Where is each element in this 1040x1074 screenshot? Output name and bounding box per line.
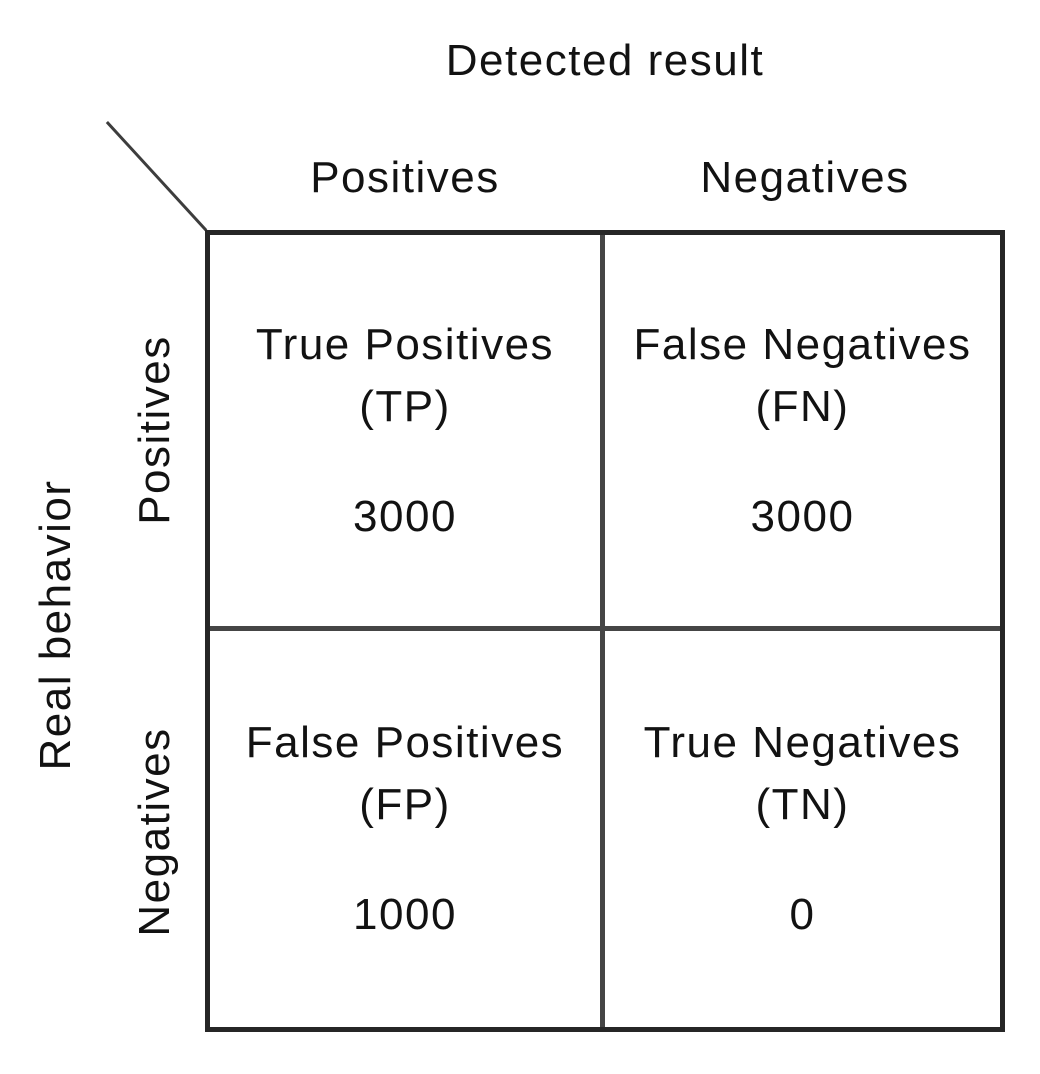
column-headers: Positives Negatives <box>205 152 1005 204</box>
column-header-positives: Positives <box>310 153 500 202</box>
cell-false-positives: False Positives (FP) 1000 <box>210 631 605 1027</box>
cell-true-negatives: True Negatives (TN) 0 <box>605 631 1000 1027</box>
row-header-positives: Positives <box>130 335 179 525</box>
cell-label-name: False Negatives <box>633 319 972 369</box>
cell-label-name: True Positives <box>255 319 555 369</box>
cell-label-name: False Positives <box>245 718 565 767</box>
axis-corner-diagonal-line <box>105 121 208 232</box>
cell-label-abbr: (TN) <box>755 780 850 829</box>
cell-label: False Negatives (FN) <box>634 314 972 438</box>
cell-true-positives: True Positives (TP) 3000 <box>210 235 605 631</box>
cell-value: 3000 <box>353 491 457 541</box>
cell-value: 0 <box>789 890 816 939</box>
cell-label: True Positives (TP) <box>256 314 554 438</box>
row-header-negatives: Negatives <box>130 727 179 937</box>
cell-value: 3000 <box>750 491 855 541</box>
row-axis-title: Real behavior <box>31 479 80 771</box>
cell-false-negatives: False Negatives (FN) 3000 <box>605 235 1000 631</box>
matrix-grid: True Positives (TP) 3000 False Negatives… <box>205 230 1005 1032</box>
cell-label-name: True Negatives <box>643 718 962 767</box>
cell-label: True Negatives (TN) <box>644 712 962 836</box>
cell-label-abbr: (FP) <box>359 780 451 829</box>
cell-value: 1000 <box>353 890 457 939</box>
column-header-negatives: Negatives <box>700 153 910 202</box>
cell-label-abbr: (FN) <box>755 381 850 431</box>
column-axis-title: Detected result <box>445 36 765 85</box>
cell-label-abbr: (TP) <box>359 381 451 431</box>
cell-label: False Positives (FP) <box>246 712 564 836</box>
